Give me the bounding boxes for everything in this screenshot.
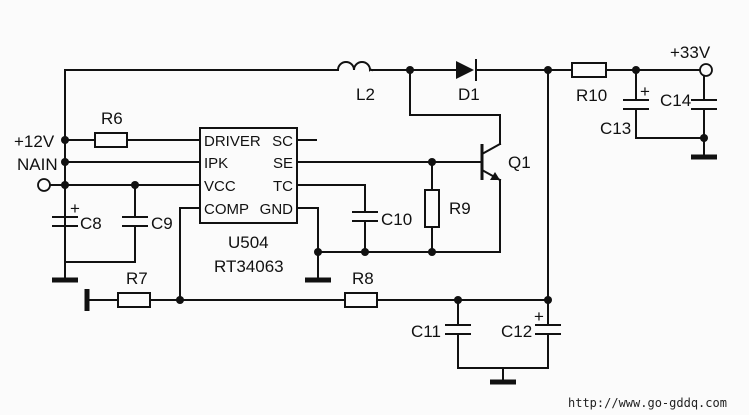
label-r7: R7 (126, 269, 148, 288)
label-r9: R9 (449, 199, 471, 218)
ic-pin-sc: SC (272, 133, 293, 150)
label-q1: Q1 (508, 153, 531, 172)
input-voltage-label: +12V (14, 132, 55, 151)
inductor-l2 (336, 61, 374, 72)
wiring (49, 69, 705, 381)
label-c10: C10 (381, 210, 412, 229)
capacitor-c14 (691, 99, 717, 110)
label-r8: R8 (352, 269, 374, 288)
label-c13: C13 (600, 119, 631, 138)
ic-ref-label: U504 (228, 233, 269, 252)
polarity-mark-c13: + (640, 82, 650, 101)
resistor-r9 (424, 189, 440, 228)
ic-u504-body (199, 127, 298, 224)
label-c14: C14 (660, 91, 691, 110)
capacitor-c8 (52, 195, 78, 227)
ic-pin-se: SE (273, 155, 293, 172)
capacitor-c11 (445, 324, 471, 335)
diode-d1 (456, 59, 477, 81)
resistor-r6 (94, 132, 128, 148)
output-voltage-label: +33V (670, 43, 711, 62)
junction-dots (61, 66, 708, 304)
resistor-r10 (571, 62, 607, 78)
label-c12: C12 (501, 322, 532, 341)
label-r10: R10 (576, 86, 607, 105)
capacitor-c13 (623, 99, 649, 110)
ic-pin-gnd: GND (260, 201, 294, 218)
resistor-r8 (344, 292, 378, 308)
ic-part-label: RT34063 (214, 257, 284, 276)
ic-pin-driver: DRIVER (204, 133, 261, 150)
ic-pin-vcc: VCC (204, 178, 236, 195)
label-r6: R6 (101, 109, 123, 128)
label-d1: D1 (458, 85, 480, 104)
ic-pin-tc: TC (273, 178, 293, 195)
label-l2: L2 (356, 85, 375, 104)
transistor-q1 (480, 142, 502, 182)
label-c11: C11 (411, 322, 441, 341)
label-c9: C9 (151, 214, 173, 233)
ic-pin-comp: COMP (204, 201, 249, 218)
capacitor-c12 (535, 324, 561, 335)
label-c8: C8 (80, 214, 102, 233)
capacitor-c9 (122, 216, 148, 227)
input-name-label: NAIN (17, 155, 58, 174)
input-terminal (37, 178, 51, 192)
polarity-mark-c8: + (70, 199, 80, 218)
watermark-url: http://www.go-gddq.com (568, 396, 727, 410)
capacitor-c10 (352, 211, 378, 222)
ic-pin-ipk: IPK (204, 155, 228, 172)
resistor-r7 (117, 292, 151, 308)
output-terminal (699, 63, 713, 77)
ground-symbol-left (52, 261, 78, 283)
polarity-mark-c12: + (534, 307, 544, 326)
